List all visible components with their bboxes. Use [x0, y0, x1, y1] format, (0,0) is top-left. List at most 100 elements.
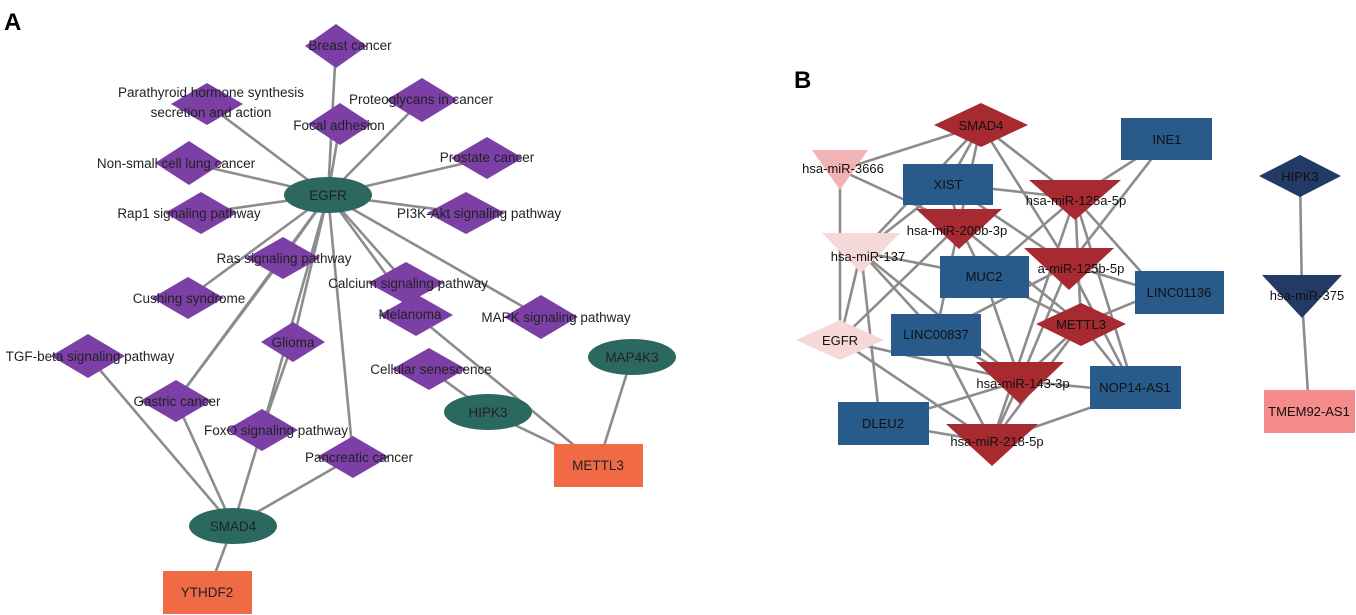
- label-egfr: EGFR: [309, 188, 347, 203]
- pathway-node-breast-cancer: [305, 24, 367, 68]
- label-muc2: MUC2: [966, 269, 1003, 284]
- node-smad4: [934, 103, 1028, 147]
- node-xist: [903, 164, 993, 205]
- label-hipk3-a: HIPK3: [468, 405, 507, 420]
- pathway-node-calcium: [368, 262, 444, 304]
- label-pancreatic-cancer: Pancreatic cancer: [305, 450, 414, 465]
- label-mir3666: hsa-miR-3666: [802, 161, 884, 176]
- node-mir143: [976, 362, 1064, 404]
- label-mir200b: hsa-miR-200b-3p: [907, 223, 1007, 238]
- label-ythdf2: YTHDF2: [181, 585, 234, 600]
- pathway-node-mapk: [504, 295, 578, 339]
- gene-node-hipk3: [444, 394, 532, 430]
- label-ine1: INE1: [1153, 132, 1182, 147]
- pathway-node-cellular-senescence: [392, 348, 466, 390]
- node-muc2: [940, 256, 1029, 298]
- pathway-node-gastric-cancer: [140, 380, 212, 422]
- panel-a-gene-nodes: [189, 177, 676, 544]
- label-mir143: hsa-miR-143-3p: [976, 376, 1069, 391]
- label-mir125b: a-miR-125b-5p: [1038, 261, 1125, 276]
- panel-b-network: SMAD4 INE1 hsa-miR-3666 XIST hsa-miR-125…: [796, 103, 1355, 466]
- label-mir375: hsa-miR-375: [1270, 288, 1344, 303]
- pathway-node-melanoma: [379, 294, 453, 336]
- node-mettl3-b: [1036, 303, 1126, 346]
- panel-b-labels: SMAD4 INE1 hsa-miR-3666 XIST hsa-miR-125…: [802, 118, 1350, 449]
- panel-label-b: B: [794, 67, 811, 94]
- node-egfr-b: [796, 320, 884, 360]
- label-parathyroid-1: Parathyroid hormone synthesis: [118, 85, 304, 100]
- pathway-node-tgf-beta: [51, 334, 125, 378]
- pathway-node-foxo: [226, 409, 298, 451]
- gene-node-map4k3: [588, 339, 676, 375]
- node-mir375: [1262, 275, 1342, 318]
- label-smad4-a: SMAD4: [210, 519, 257, 534]
- pathway-node-glioma: [261, 322, 325, 362]
- pathway-node-rap1: [165, 192, 237, 234]
- writer-node-ythdf2: [163, 571, 252, 614]
- label-egfr-b: EGFR: [822, 333, 858, 348]
- label-xist: XIST: [934, 177, 963, 192]
- pathway-node-ras: [246, 237, 320, 279]
- label-nsclc: Non-small cell lung cancer: [97, 156, 256, 171]
- label-mir218: hsa-miR-218-5p: [950, 434, 1043, 449]
- panel-b-nodes: [796, 103, 1355, 466]
- panel-a-writer-nodes: [163, 444, 643, 614]
- label-foxo: FoxO signaling pathway: [204, 423, 348, 438]
- writer-node-mettl3: [554, 444, 643, 487]
- label-glioma: Glioma: [272, 335, 315, 350]
- label-hipk3-b: HIPK3: [1281, 169, 1319, 184]
- label-prostate-cancer: Prostate cancer: [440, 150, 535, 165]
- node-mir200b: [916, 209, 1002, 249]
- label-proteoglycans: Proteoglycans in cancer: [349, 92, 494, 107]
- node-tmem92-as1: [1264, 390, 1355, 433]
- pathway-node-parathyroid: [171, 83, 243, 125]
- label-map4k3: MAP4K3: [605, 350, 658, 365]
- gene-node-egfr: [284, 177, 372, 213]
- node-mir137: [822, 233, 900, 273]
- label-dleu2: DLEU2: [862, 416, 904, 431]
- pathway-node-pancreatic-cancer: [317, 436, 389, 478]
- panel-a-network: Breast cancer Parathyroid hormone synthe…: [6, 24, 676, 614]
- node-hipk3-b: [1259, 155, 1341, 197]
- label-rap1: Rap1 signaling pathway: [117, 206, 261, 221]
- pathway-node-proteoglycans: [386, 78, 458, 122]
- label-linc00837: LINC00837: [903, 327, 969, 342]
- label-tgf-beta: TGF-beta signaling pathway: [6, 349, 175, 364]
- node-dleu2: [838, 402, 929, 445]
- label-mir137: hsa-miR-137: [831, 249, 905, 264]
- node-mir125b: [1024, 248, 1114, 290]
- label-mir125a: hsa-miR-125a-5p: [1026, 193, 1126, 208]
- node-mir3666: [812, 150, 868, 190]
- label-nop14-as1: NOP14-AS1: [1099, 380, 1171, 395]
- label-mettl3-b: METTL3: [1056, 317, 1106, 332]
- pathway-node-prostate-cancer: [451, 137, 523, 179]
- label-calcium: Calcium signaling pathway: [328, 276, 488, 291]
- label-pi3k-akt: PI3K-Akt signaling pathway: [397, 206, 562, 221]
- label-linc01136: LINC01136: [1147, 285, 1212, 300]
- panel-a-labels: Breast cancer Parathyroid hormone synthe…: [6, 38, 659, 600]
- node-linc00837: [891, 314, 981, 356]
- gene-node-smad4: [189, 508, 277, 544]
- label-mapk: MAPK signaling pathway: [481, 310, 631, 325]
- label-breast-cancer: Breast cancer: [308, 38, 392, 53]
- node-nop14-as1: [1090, 366, 1181, 409]
- pathway-node-pi3k-akt: [427, 192, 505, 234]
- node-mir125a: [1029, 180, 1121, 220]
- label-gastric-cancer: Gastric cancer: [133, 394, 221, 409]
- node-linc01136: [1135, 271, 1224, 314]
- label-parathyroid-2: secretion and action: [151, 105, 272, 120]
- label-tmem92-as1: TMEM92-AS1: [1268, 404, 1350, 419]
- pathway-node-nsclc: [155, 141, 223, 185]
- label-cushing: Cushing syndrome: [133, 291, 246, 306]
- node-ine1: [1121, 118, 1212, 160]
- label-ras: Ras signaling pathway: [216, 251, 351, 266]
- label-smad4-b: SMAD4: [959, 118, 1004, 133]
- node-mir218: [946, 424, 1038, 466]
- panel-label-a: A: [4, 9, 21, 36]
- pathway-node-focal-adhesion: [308, 103, 372, 145]
- pathway-node-cushing: [152, 277, 224, 319]
- label-focal-adhesion: Focal adhesion: [293, 118, 385, 133]
- label-cellular-senescence: Cellular senescence: [370, 362, 492, 377]
- panel-a-pathway-nodes: [51, 24, 578, 478]
